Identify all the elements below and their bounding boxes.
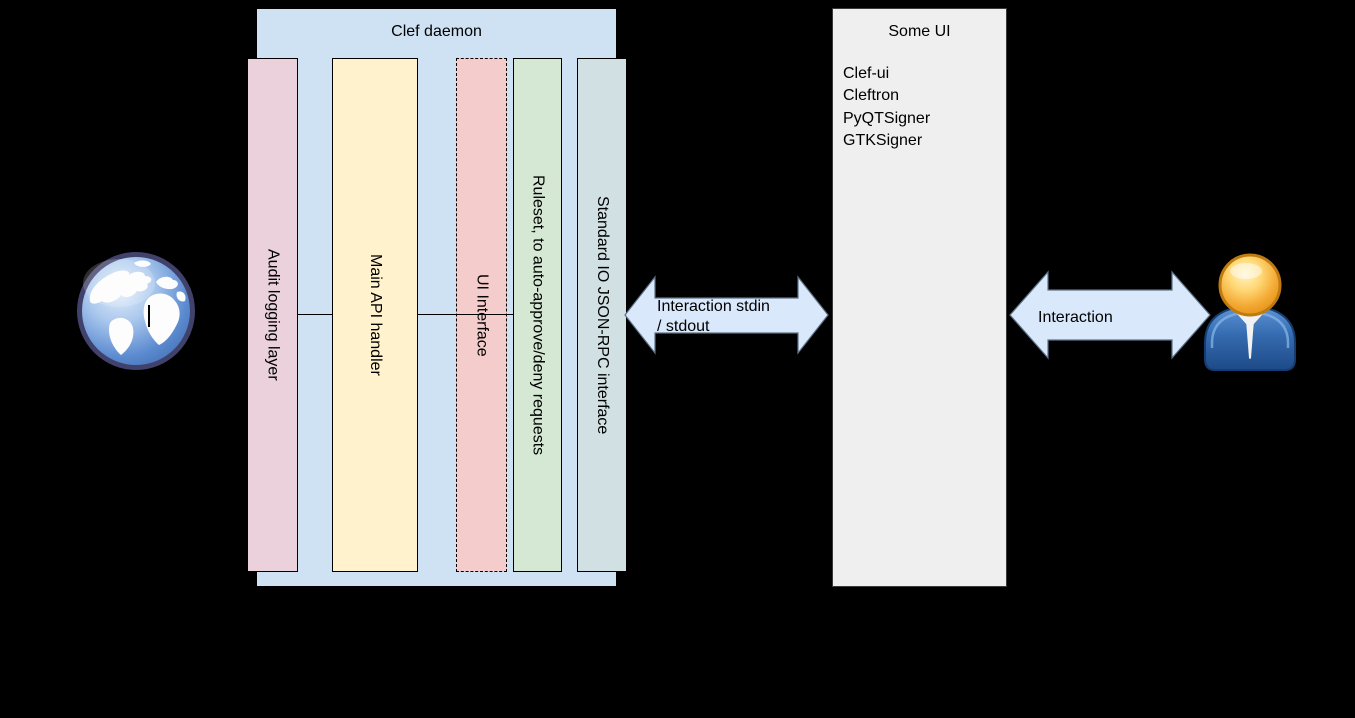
some-ui-box: Some UI Clef-ui Cleftron PyQTSigner GTKS…	[832, 8, 1007, 587]
globe-continents	[89, 260, 186, 355]
bar-ui-interface: UI Interface	[456, 58, 507, 572]
list-item-gtksigner: GTKSigner	[843, 132, 923, 150]
user-head-highlight	[1230, 263, 1262, 279]
arrow-interaction-shape	[1009, 270, 1211, 360]
arrow-interaction-label: Interaction	[1038, 308, 1113, 328]
arrow-interaction-label-line1: Interaction	[1038, 309, 1113, 326]
bar-audit-logging: Audit logging layer	[247, 58, 298, 572]
clef-daemon-box: Clef daemon	[256, 8, 617, 587]
bar-stdio-jsonrpc: Standard IO JSON-RPC interface	[577, 58, 627, 572]
arrow-interaction	[1009, 270, 1211, 360]
arrow-stdin-stdout-label: Interaction stdin / stdout	[657, 297, 770, 337]
globe-icon	[77, 252, 195, 370]
globe-highlight	[83, 259, 155, 307]
list-item-clef-ui: Clef-ui	[843, 65, 890, 82]
clef-daemon-title: Clef daemon	[391, 23, 482, 40]
arrow-stdin-stdout-label-line1: Interaction stdin	[657, 298, 770, 315]
bar-ruleset-label: Ruleset, to auto-approve/deny requests	[529, 174, 547, 456]
text-cursor-artifact	[148, 305, 150, 327]
bar-stdio-jsonrpc-label: Standard IO JSON-RPC interface	[594, 195, 611, 435]
some-ui-list: Clef-ui Cleftron PyQTSigner GTKSigner	[843, 63, 930, 153]
bar-audit-logging-label: Audit logging layer	[264, 249, 282, 381]
bar-ruleset: Ruleset, to auto-approve/deny requests	[513, 58, 562, 572]
connector-audit-api	[297, 314, 332, 315]
user-icon	[1204, 253, 1296, 371]
user-tie	[1246, 320, 1254, 359]
some-ui-title: Some UI	[888, 23, 951, 40]
list-item-cleftron: Cleftron	[843, 87, 900, 105]
list-item-pyqtsigner: PyQTSigner	[843, 109, 931, 127]
arrow-stdin-stdout-shape	[624, 275, 829, 355]
connector-api-ruleset	[418, 314, 513, 315]
arrow-stdin-stdout	[624, 275, 829, 355]
bar-main-api-handler: Main API handler	[332, 58, 418, 572]
arrow-stdin-stdout-label-line2: / stdout	[657, 318, 710, 335]
bar-main-api-handler-label: Main API handler	[367, 254, 384, 376]
